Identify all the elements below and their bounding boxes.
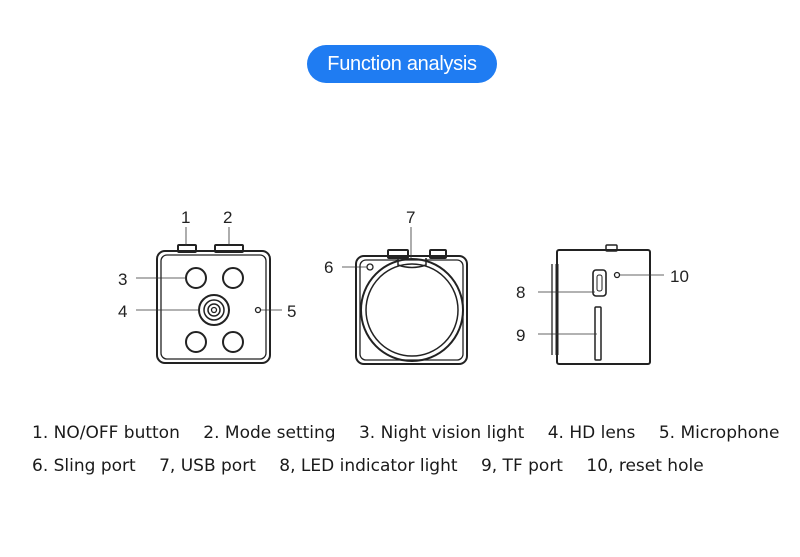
front-view <box>156 244 271 364</box>
reset-hole <box>613 271 621 279</box>
callout-1: 1 <box>181 208 190 227</box>
night-vision-light <box>185 267 207 289</box>
legend-item: 9, TF port <box>480 456 563 476</box>
callout-8: 8 <box>516 283 525 302</box>
night-vision-light <box>222 267 244 289</box>
legend-item: 6. Sling port <box>32 456 136 476</box>
callout-2: 2 <box>223 208 232 227</box>
legend-item: 2. Mode setting <box>203 423 336 443</box>
side-view <box>551 244 651 365</box>
legend-row-1: 1. NO/OFF button 2. Mode setting 3. Nigh… <box>32 423 779 443</box>
back-view <box>355 249 468 365</box>
function-analysis-badge: Function analysis <box>307 45 497 83</box>
back-body <box>355 255 468 365</box>
front-body <box>156 250 271 364</box>
legend-item: 8, LED indicator light <box>279 456 458 476</box>
legend-row-2: 6. Sling port 7, USB port 8, LED indicat… <box>32 456 704 476</box>
night-vision-light <box>185 331 207 353</box>
sling-port <box>366 263 374 271</box>
tf-port <box>594 306 602 361</box>
callout-4: 4 <box>118 302 127 321</box>
usb-port <box>397 258 427 269</box>
led-indicator <box>592 269 607 297</box>
callout-10: 10 <box>670 267 689 286</box>
microphone <box>254 306 262 314</box>
legend-item: 3. Night vision light <box>358 423 525 443</box>
legend-item: 7, USB port <box>159 456 256 476</box>
back-cover <box>360 258 464 362</box>
legend-item: 10, reset hole <box>586 456 704 476</box>
legend-item: 4. HD lens <box>547 423 636 443</box>
callout-7: 7 <box>406 208 415 227</box>
side-body <box>556 249 651 365</box>
callout-6: 6 <box>324 258 333 277</box>
callout-5: 5 <box>287 302 296 321</box>
legend-item: 1. NO/OFF button <box>32 423 180 443</box>
callout-3: 3 <box>118 270 127 289</box>
night-vision-light <box>222 331 244 353</box>
callout-9: 9 <box>516 326 525 345</box>
legend-item: 5. Microphone <box>658 423 780 443</box>
